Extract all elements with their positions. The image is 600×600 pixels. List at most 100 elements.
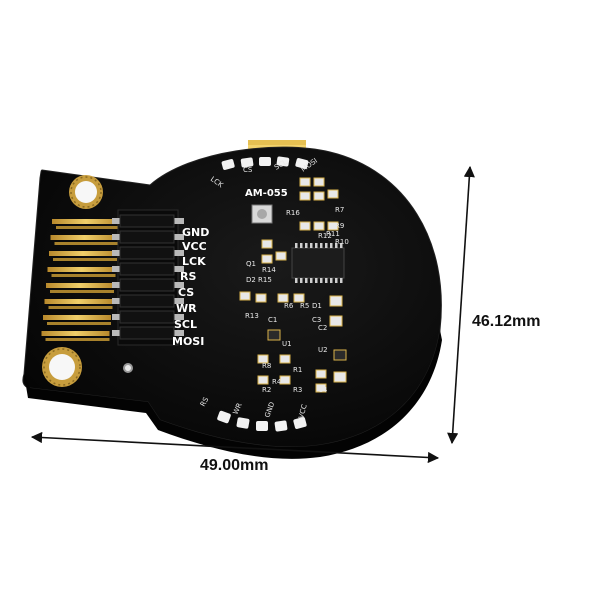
ic-pin [330,278,333,283]
pin-header [112,209,184,346]
gold-trace [47,322,111,325]
smd-part [313,191,325,201]
ic-pin [305,278,308,283]
smd-part [277,293,289,303]
header-housing [119,278,175,292]
header-housing [119,310,175,324]
component-label: D2 [246,276,256,284]
smd-part [313,221,325,231]
ic-pin [320,243,323,248]
component-label: C3 [312,316,321,324]
smd-part [299,177,311,187]
pin-label: WR [176,302,197,315]
component-label: R9 [335,222,344,230]
component-label: R1 [293,366,302,374]
smd-part [293,293,305,303]
component-label: C5 [330,296,339,304]
gold-trace [50,235,119,240]
ic-pin [315,278,318,283]
pin-label: GND [182,226,209,239]
component-label: R2 [262,386,271,394]
ic-pin [295,278,298,283]
gold-trace [54,242,119,245]
ic-pin [320,278,323,283]
smd-part [329,295,343,307]
gold-trace [48,306,113,309]
component-label: U1 [282,340,292,348]
pin-label: VCC [182,240,207,253]
gold-trace [44,299,113,304]
pin-label: LCK [182,255,206,268]
component-label: U2 [318,346,328,354]
smd-part [257,375,269,385]
ic-pin [335,278,338,283]
gold-fingers [41,219,120,341]
width-dimension: 49.00mm [30,431,440,474]
ic-pin [340,278,343,283]
component-label: D1 [312,302,322,310]
ic-pin [310,243,313,248]
smd-part [327,189,339,199]
gold-trace [53,258,117,261]
smd-part [275,251,287,261]
gold-trace [56,226,120,229]
header-housing [119,326,175,340]
smd-part [299,191,311,201]
smd-part [239,291,251,301]
via-hole [123,363,133,373]
smd-part [257,354,269,364]
ic-pin [315,243,318,248]
ring-label: CS [243,166,253,174]
gold-trace [50,290,114,293]
gold-trace [49,251,117,256]
component-label: R11 [326,230,340,238]
header-housing [119,262,175,276]
gold-trace [41,331,110,336]
smd-part [333,349,347,361]
pin-label: RS [180,270,196,283]
smd-part [329,315,343,327]
component-label: R3 [293,386,302,394]
ic-pin [325,278,328,283]
trimmer [251,204,273,224]
ic-pin [300,243,303,248]
bottom-pads: RS WR GND VCC [199,395,309,432]
component-label: R6 [284,302,294,310]
ic-pin [305,243,308,248]
smd-components [239,177,347,393]
ic-pin [300,278,303,283]
pin-label: SCL [174,318,197,331]
header-housing [119,246,175,260]
component-label: R10 [335,238,349,246]
smd-part [313,177,325,187]
gold-trace [46,283,114,288]
smd-part [261,254,273,264]
smd-part [327,221,339,231]
header-housing [119,214,175,228]
model-label: AM-055 [245,188,288,199]
component-label: C1 [268,316,277,324]
header-housing [119,294,175,308]
component-label: R14 [262,266,276,274]
smd-part [299,221,311,231]
smd-part [279,375,291,385]
pin-label-group: GND VCC LCK RS CS WR SCL MOSI [172,226,209,348]
component-label: R5 [300,302,309,310]
component-label: C4 [318,386,328,394]
component-label: R12 [318,232,332,240]
smd-part [279,354,291,364]
header-housing [119,230,175,244]
component-label: R16 [286,209,300,217]
smd-part [315,369,327,379]
component-label: R15 [258,276,272,284]
gold-trace [52,219,120,224]
pin-label: MOSI [172,335,204,348]
component-label: C2 [318,324,327,332]
smd-part [333,371,347,383]
component-label: R4 [272,378,282,386]
height-dimension: 46.12mm [447,165,541,445]
pin-label: CS [178,286,194,299]
smd-part [255,293,267,303]
height-label: 46.12mm [472,313,541,330]
